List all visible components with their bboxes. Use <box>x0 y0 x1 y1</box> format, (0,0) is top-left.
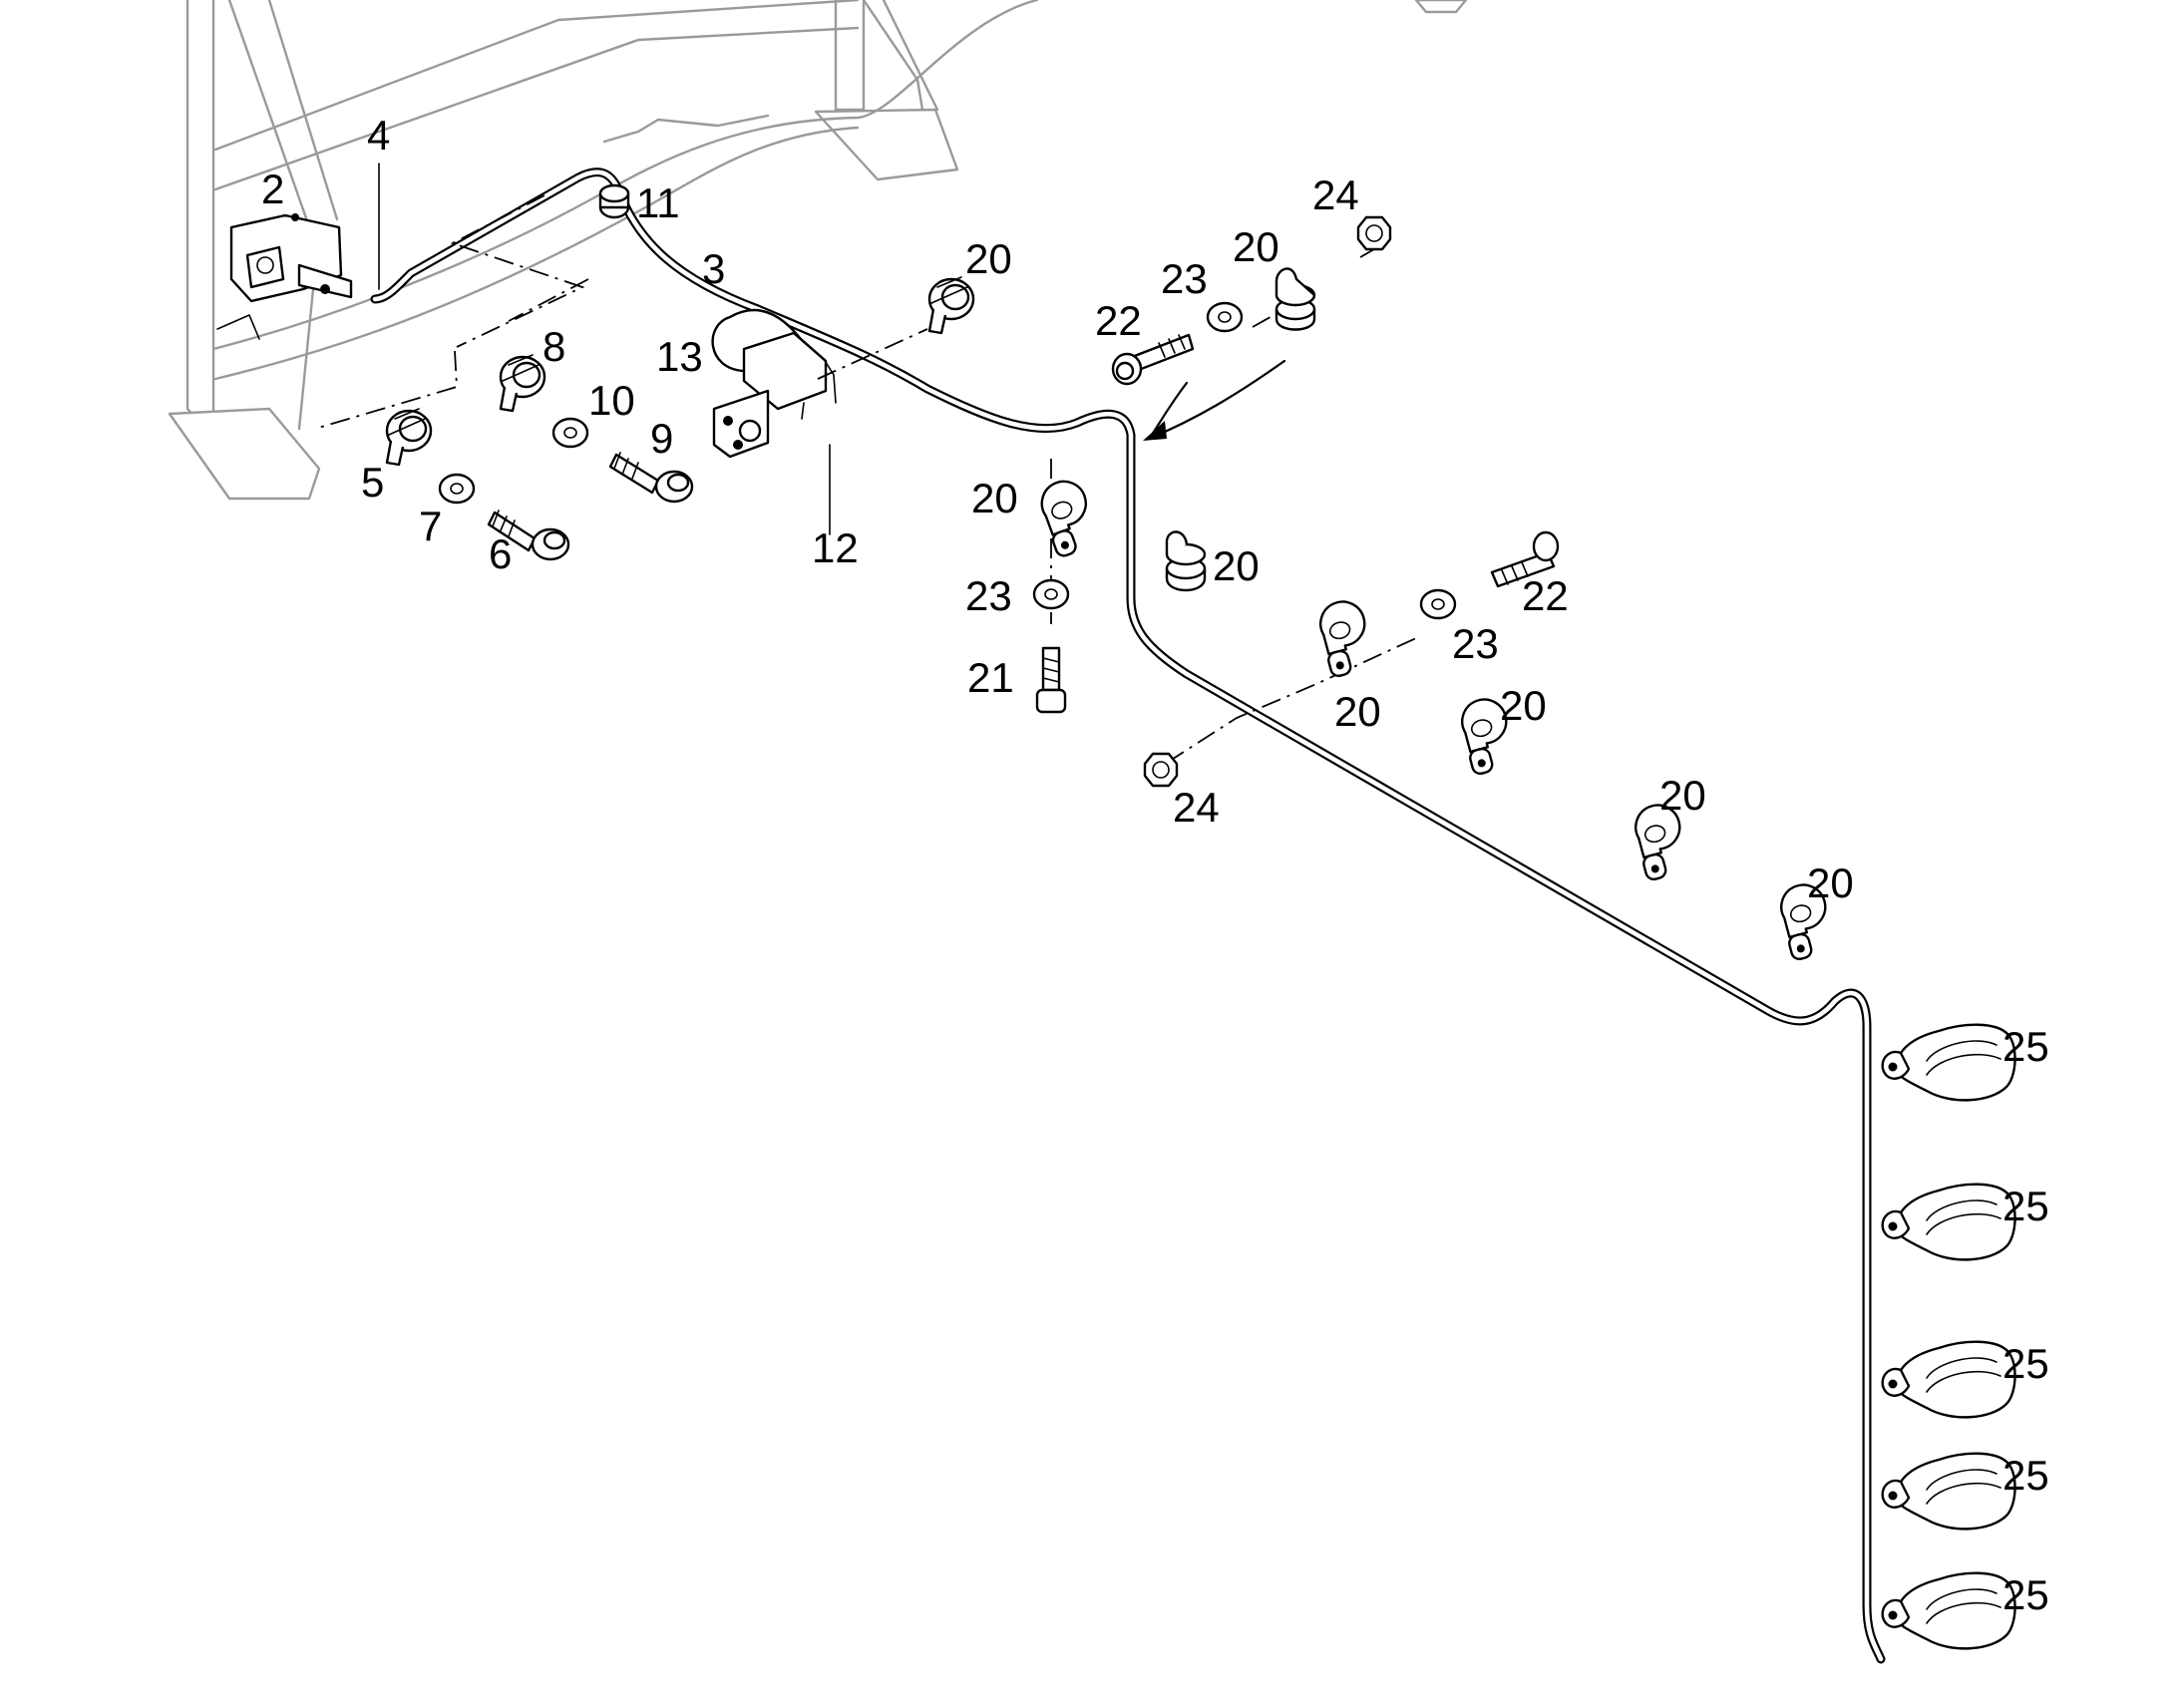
clamp-25-a <box>1881 1023 2016 1102</box>
callout-22-b: 22 <box>1522 572 1569 619</box>
nut-24-a <box>1356 215 1392 251</box>
callout-25-b: 25 <box>2002 1183 2049 1229</box>
pclamp-20-e <box>1312 595 1378 679</box>
callout-25-e: 25 <box>2002 1571 2049 1618</box>
assembly-lines <box>314 194 1417 764</box>
callout-11: 11 <box>636 179 680 226</box>
mounting-bracket-2 <box>216 213 353 340</box>
callout-22-a: 22 <box>1095 297 1142 344</box>
callout-20-e: 20 <box>1334 688 1381 735</box>
washer-7 <box>438 473 476 505</box>
callout-13: 13 <box>656 333 703 380</box>
callout-20-d: 20 <box>1213 542 1260 589</box>
clip-20-a <box>927 275 975 335</box>
bolt-9 <box>608 452 694 504</box>
callout-3: 3 <box>702 245 725 292</box>
clamp-25-d <box>1881 1452 2016 1531</box>
callout-7: 7 <box>419 503 442 549</box>
nut-24-b <box>1143 752 1179 788</box>
clamp-25-c <box>1881 1340 2016 1419</box>
clip-5 <box>385 407 433 467</box>
leader-lines <box>378 163 831 535</box>
callout-20-g: 20 <box>1659 772 1706 819</box>
callout-20-a: 20 <box>965 235 1012 282</box>
callout-23-a: 23 <box>1161 255 1208 302</box>
callout-20-c: 20 <box>971 475 1018 521</box>
callout-25-d: 25 <box>2002 1452 2049 1499</box>
callout-10: 10 <box>588 377 635 424</box>
callout-24-a: 24 <box>1312 171 1359 218</box>
callout-23-c: 23 <box>1452 620 1499 667</box>
fitting-11 <box>598 183 630 219</box>
bolt-21 <box>1035 646 1067 714</box>
clamp-25-e <box>1881 1571 2016 1650</box>
callout-9: 9 <box>650 415 673 462</box>
bolt-22-a <box>1111 333 1195 386</box>
pointer-arrow <box>1143 359 1286 441</box>
callout-12: 12 <box>812 524 859 571</box>
callout-25-a: 25 <box>2002 1023 2049 1070</box>
clip-20-d <box>1165 530 1207 592</box>
callout-20-h: 20 <box>1807 859 1854 906</box>
clip-20-b <box>1274 267 1316 331</box>
callout-21: 21 <box>967 654 1014 701</box>
callout-4: 4 <box>367 112 390 159</box>
bolt-22-b <box>1490 530 1560 588</box>
washer-23-a <box>1206 301 1244 333</box>
callout-20-f: 20 <box>1500 682 1547 729</box>
callout-2: 2 <box>261 166 284 212</box>
callout-25-c: 25 <box>2002 1340 2049 1387</box>
callout-23-b: 23 <box>965 572 1012 619</box>
washer-23-b <box>1032 578 1070 610</box>
callout-20-b: 20 <box>1233 223 1279 270</box>
machine-frame <box>168 0 1468 501</box>
washer-10 <box>551 417 589 449</box>
callout-6: 6 <box>489 530 512 577</box>
pclamp-20-c <box>1033 474 1103 559</box>
callout-labels: 2 4 11 3 8 13 10 9 5 7 6 12 20 24 20 23 … <box>261 112 2049 1618</box>
callout-5: 5 <box>361 459 384 506</box>
clip-8 <box>499 353 546 413</box>
callout-24-b: 24 <box>1173 784 1220 831</box>
bolt-6 <box>487 510 570 561</box>
washer-23-c <box>1419 588 1457 620</box>
clamp-25-b <box>1881 1183 2016 1261</box>
callout-8: 8 <box>543 323 565 370</box>
valve-12 <box>711 308 837 459</box>
